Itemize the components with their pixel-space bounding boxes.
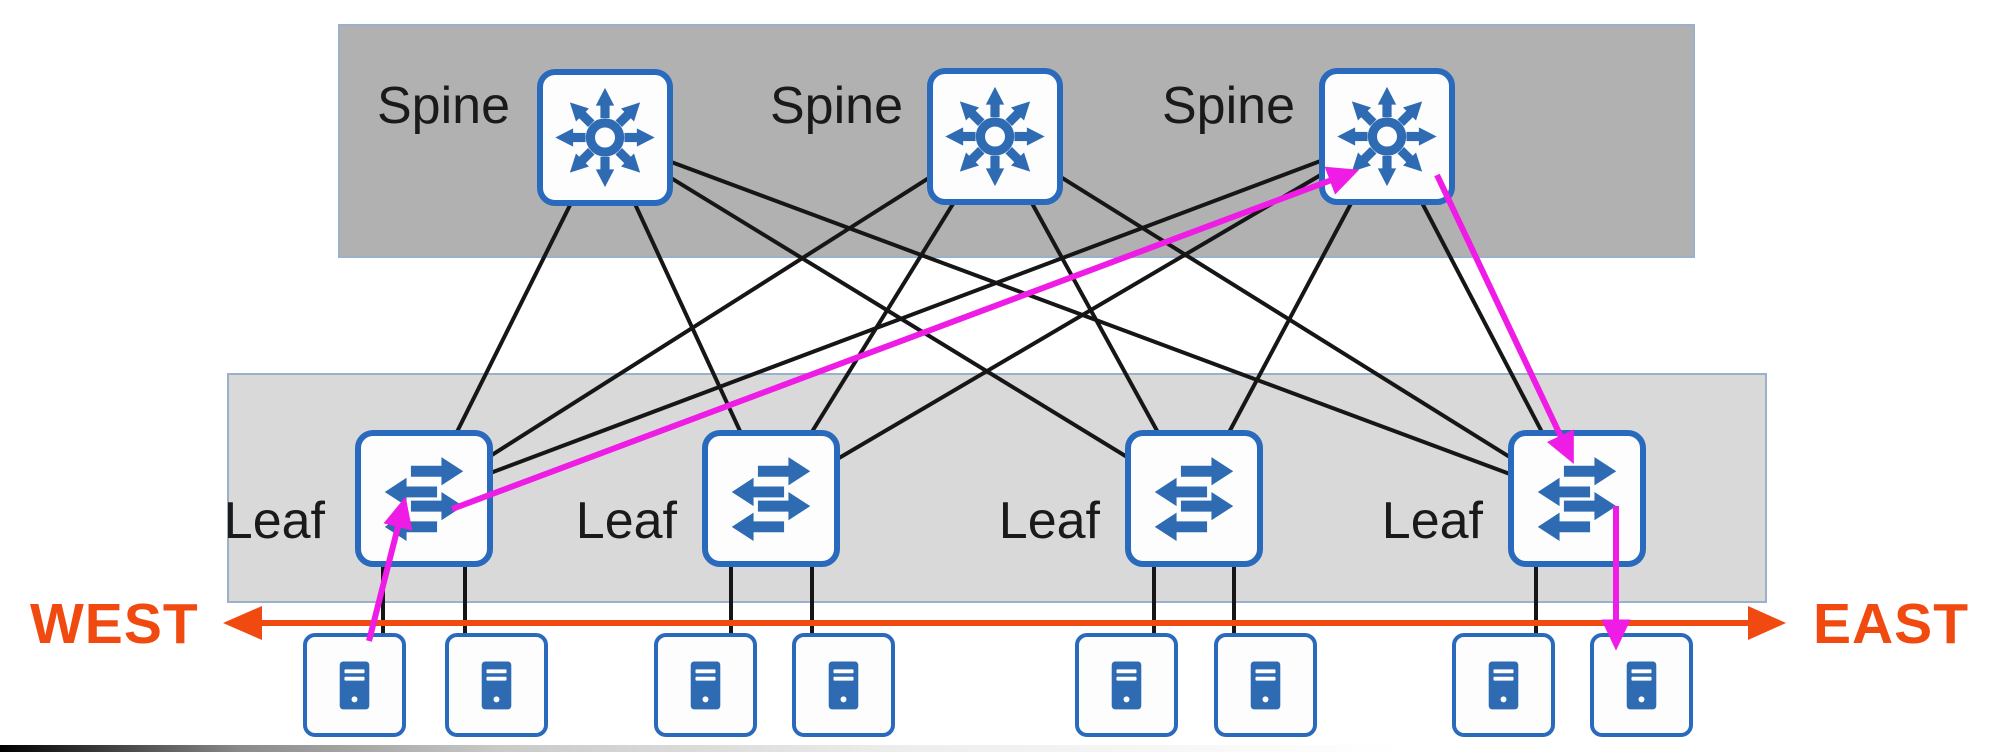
west-label: WEST	[30, 592, 199, 656]
multilayer-switch-icon	[1337, 86, 1437, 187]
server-2	[445, 633, 548, 737]
server-icon	[828, 661, 859, 710]
server-8	[1590, 633, 1693, 737]
l2-switch-icon	[1154, 457, 1234, 542]
spine-1-label: Spine	[377, 77, 510, 135]
bottom-edge-strip	[0, 745, 2000, 752]
server-icon	[690, 661, 721, 710]
server-icon	[339, 661, 370, 710]
server-icon	[1626, 661, 1657, 710]
leaf-2-label: Leaf	[575, 492, 677, 550]
server-1	[303, 633, 406, 737]
east-label: EAST	[1813, 592, 1970, 656]
server-icon	[481, 661, 512, 710]
spine-3-label: Spine	[1162, 77, 1295, 135]
leaf-switch-3	[1125, 430, 1263, 567]
server-3	[654, 633, 757, 737]
leaf-switch-2	[702, 430, 840, 567]
server-icon	[1111, 661, 1142, 710]
leaf-3-label: Leaf	[998, 492, 1100, 550]
multilayer-switch-icon	[945, 86, 1045, 187]
l2-switch-icon	[731, 457, 811, 542]
server-5	[1075, 633, 1178, 737]
server-icon	[1488, 661, 1519, 710]
multilayer-switch-icon	[555, 87, 655, 188]
spine-switch-3	[1319, 68, 1455, 205]
spine-2-label: Spine	[770, 77, 903, 135]
spine-switch-2	[927, 68, 1063, 205]
spine-switch-1	[537, 69, 673, 206]
server-4	[792, 633, 895, 737]
link-spine2-leaf4	[993, 134, 1579, 501]
leaf-4-label: Leaf	[1381, 492, 1483, 550]
l2-switch-icon	[1537, 457, 1617, 542]
server-6	[1214, 633, 1317, 737]
server-icon	[1250, 661, 1281, 710]
server-7	[1452, 633, 1555, 737]
leaf-switch-4	[1508, 430, 1646, 567]
leaf-1-label: Leaf	[223, 492, 325, 550]
